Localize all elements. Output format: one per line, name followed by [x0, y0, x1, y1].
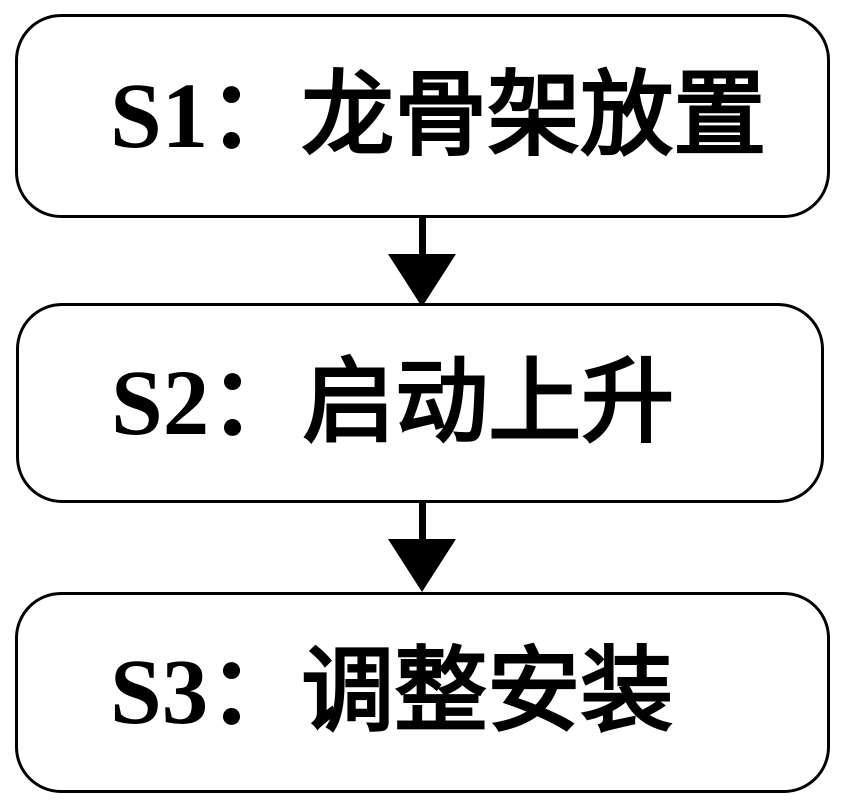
connector-s2-s3: [388, 503, 456, 592]
step-box-s3: S3：调整安装: [15, 592, 830, 793]
arrow-down-icon: [388, 539, 456, 592]
arrow-stem: [418, 218, 426, 254]
arrow-down-icon: [388, 254, 456, 307]
step-box-s2: S2：启动上升: [16, 303, 824, 503]
arrow-stem: [418, 503, 426, 539]
step-label-s3: S3：调整安装: [110, 641, 674, 744]
step-label-s2: S2：启动上升: [111, 351, 675, 455]
step-label-s1: S1：龙骨架放置: [110, 64, 767, 168]
connector-s1-s2: [388, 218, 456, 307]
step-box-s1: S1：龙骨架放置: [15, 14, 830, 218]
